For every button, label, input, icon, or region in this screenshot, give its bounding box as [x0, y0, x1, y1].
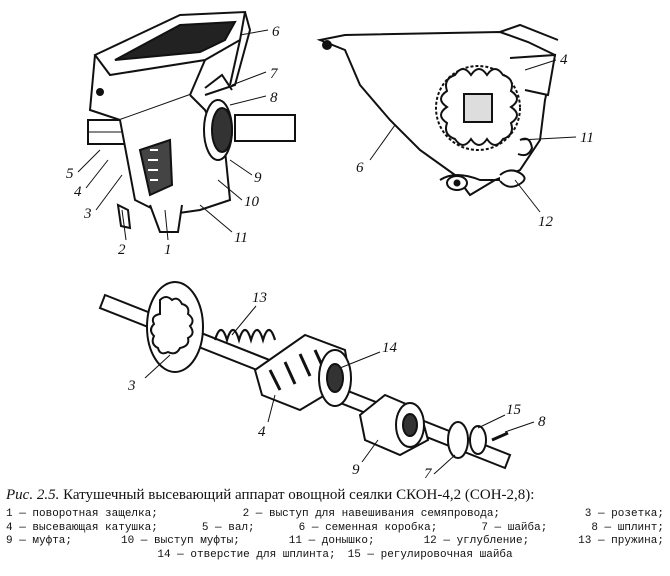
leader-lines — [77, 29, 577, 475]
legend-item: 10 — выступ муфты; — [120, 535, 240, 547]
callout-bottom-14: 14 — [382, 340, 398, 356]
callout-top-left-10: 10 — [244, 194, 260, 210]
legend-item: 11 — донышко; — [288, 535, 375, 547]
legend-item: 7 — шайба; — [481, 521, 548, 534]
callout-top-left-11: 11 — [234, 230, 248, 246]
callout-top-left-6: 6 — [272, 24, 280, 40]
legend-row: 14 — отверстие для шплинта; 15 — регулир… — [6, 549, 664, 563]
callout-top-right-12: 12 — [538, 214, 554, 230]
callout-top-left-9: 9 — [254, 170, 262, 186]
callout-bottom-15: 15 — [506, 402, 522, 418]
legend-row: 1 — поворотная защелка; 2 — выступ для н… — [6, 508, 664, 522]
legend-item: 9 — муфта; — [6, 535, 73, 547]
legend-item: 6 — семенная коробка; — [298, 521, 438, 534]
top-right-view — [316, 23, 559, 197]
caption-title: Катушечный высевающий аппарат овощной се… — [63, 487, 535, 503]
legend-item: 14 — отверстие для шплинта; — [157, 548, 336, 561]
caption-label: Рис. 2.5. — [6, 487, 60, 503]
callout-top-left-3: 3 — [83, 206, 92, 222]
legend-item: 5 — вал; — [201, 521, 255, 534]
callout-top-right-4: 4 — [560, 52, 568, 68]
caption-title-line: Рис. 2.5. Катушечный высевающий аппарат … — [6, 486, 664, 505]
callout-numbers: 6 7 8 5 4 3 9 10 2 1 11 4 11 6 12 13 3 1… — [66, 24, 594, 480]
legend-row: 9 — муфта; 10 — выступ муфты; 11 — доныш… — [6, 535, 664, 549]
callout-bottom-13: 13 — [252, 290, 267, 306]
legend-row: 4 — высевающая катушка; 5 — вал; 6 — сем… — [6, 522, 664, 536]
callout-top-right-6: 6 — [356, 160, 364, 176]
figure-caption: Рис. 2.5. Катушечный высевающий аппарат … — [6, 486, 664, 562]
seeder-mechanism-figure: 6 7 8 5 4 3 9 10 2 1 11 4 11 6 12 13 3 1… — [66, 10, 594, 480]
legend-item: 1 — поворотная защелка; — [6, 508, 158, 520]
callout-bottom-8: 8 — [538, 414, 546, 430]
legend-item: 12 — углубление; — [423, 535, 530, 547]
rosette-section — [435, 65, 521, 151]
callout-top-left-1: 1 — [164, 242, 172, 258]
callout-bottom-4: 4 — [258, 424, 266, 440]
callout-top-left-7: 7 — [270, 66, 279, 82]
legend-item: 2 — выступ для навешивания семяпровода; — [242, 508, 501, 520]
legend-item: 4 — высевающая катушка; — [6, 521, 158, 534]
top-left-view — [87, 10, 296, 233]
bottom-exploded-view — [98, 281, 512, 470]
callout-top-right-11: 11 — [580, 130, 594, 146]
callout-top-left-4: 4 — [74, 184, 82, 200]
callout-top-left-2: 2 — [118, 242, 126, 258]
callout-top-left-8: 8 — [270, 90, 278, 106]
callout-bottom-3: 3 — [127, 378, 136, 394]
callout-top-left-5: 5 — [66, 166, 74, 182]
legend-item: 15 — регулировочная шайба — [347, 548, 513, 561]
legend-item: 13 — пружина; — [578, 535, 664, 547]
legend-item: 3 — розетка; — [584, 508, 664, 520]
callout-bottom-7: 7 — [424, 466, 433, 480]
legend-item: 8 — шплинт; — [591, 521, 664, 534]
callout-bottom-9: 9 — [352, 462, 360, 478]
caption-legend: 1 — поворотная защелка; 2 — выступ для н… — [6, 508, 664, 562]
